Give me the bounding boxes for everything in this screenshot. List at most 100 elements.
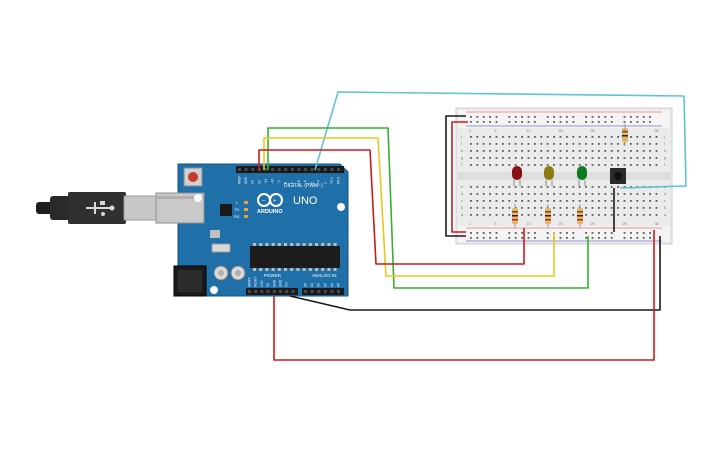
arduino-logo: – +: [257, 193, 283, 207]
breadboard-row-letter: a: [461, 212, 464, 217]
green-led[interactable]: [577, 166, 587, 186]
wire-yellow[interactable]: [263, 137, 555, 277]
usb-cable[interactable]: [36, 192, 159, 224]
power-pin-label: IOREF: [248, 277, 252, 287]
resistor-yellow-led[interactable]: [545, 204, 551, 228]
breadboard-column-number: 20: [591, 222, 595, 226]
wire-green[interactable]: [267, 127, 589, 289]
arduino-model-text: UNO: [293, 195, 318, 207]
digital-pin-label: 12: [257, 180, 261, 184]
mounting-hole: [337, 203, 345, 211]
wires[interactable]: [258, 91, 687, 361]
svg-text:–: –: [262, 199, 266, 205]
wire-black-gnd[interactable]: [289, 236, 661, 311]
digital-pin-header[interactable]: [236, 166, 344, 173]
breadboard-row-letter: d: [664, 191, 666, 196]
power-pin-label: RESET: [254, 276, 258, 287]
breadboard-row-letter: i: [461, 141, 462, 146]
breadboard-row-letter: f: [461, 162, 463, 167]
digital-pin-label: GND: [244, 176, 248, 184]
power-pin-header[interactable]: [246, 288, 298, 295]
digital-pin-label: ~5: [304, 180, 308, 184]
analog-pin-label: A0: [304, 283, 308, 287]
wire-black-rail[interactable]: [445, 115, 466, 237]
breadboard-row-letter: f: [664, 162, 666, 167]
red-led[interactable]: [512, 166, 522, 186]
breadboard-column-number: 15: [559, 222, 563, 226]
analog-pin-label: A1: [310, 283, 314, 287]
onboard-led-indicators: L TX RX: [234, 200, 248, 219]
wire-red-rail[interactable]: [451, 121, 468, 233]
breadboard-row-letter: b: [461, 205, 464, 210]
mounting-hole: [210, 286, 218, 294]
digital-pin-label: TX 1: [330, 177, 334, 184]
power-pin-label: GND: [279, 279, 283, 287]
breadboard-row-letter: g: [461, 155, 463, 160]
wire-red-signal[interactable]: [258, 149, 525, 265]
breadboard[interactable]: [455, 107, 673, 245]
power-pin-label: 5V: [266, 282, 270, 287]
breadboard-column-number: 20: [591, 129, 595, 133]
breadboard-column-number: 15: [559, 129, 563, 133]
breadboard-row-letter: d: [461, 191, 463, 196]
breadboard-row-letter: h: [664, 148, 666, 153]
pushbutton[interactable]: [610, 168, 626, 184]
breadboard-column-number: 10: [527, 222, 531, 226]
digital-pin-label: 7: [290, 182, 294, 184]
breadboard-column-number: 1: [469, 222, 471, 226]
wire-cyan[interactable]: [314, 91, 687, 189]
power-pin-label: Vin: [285, 282, 289, 287]
breadboard-row-letter: j: [663, 134, 665, 139]
power-header-label: POWER: [264, 273, 282, 278]
breadboard-column-number: 1: [469, 129, 471, 133]
resistor-red-led[interactable]: [512, 204, 518, 228]
analog-header-label: ANALOG IN: [312, 273, 337, 278]
svg-text:+: +: [273, 199, 277, 205]
digital-pin-label: ~10: [271, 178, 275, 184]
breadboard-row-letter: c: [664, 198, 666, 203]
breadboard-column-number: 25: [623, 222, 627, 226]
breadboard-column-number: 30: [655, 129, 659, 133]
breadboard-column-number: 10: [527, 129, 531, 133]
reset-button[interactable]: [183, 167, 203, 187]
breadboard-row-letter: b: [664, 205, 667, 210]
digital-pin-label: 4: [310, 182, 314, 184]
svg-text:RX: RX: [234, 214, 240, 219]
resistor-button-pulldown[interactable]: [622, 124, 628, 146]
wire-red-5v[interactable]: [273, 230, 655, 361]
power-pin-label: 3.3V: [260, 280, 264, 287]
breadboard-row-letter: c: [461, 198, 463, 203]
analog-pin-label: A2: [317, 283, 321, 287]
digital-pin-label: ~9: [277, 180, 281, 184]
digital-pin-label: 13: [251, 180, 255, 184]
usb-interface-chip: [220, 204, 232, 216]
breadboard-row-letter: h: [461, 148, 463, 153]
yellow-led[interactable]: [544, 166, 554, 186]
mounting-hole: [194, 194, 202, 202]
analog-pin-header[interactable]: [302, 288, 344, 295]
breadboard-column-number: 30: [655, 222, 659, 226]
resistor-green-led[interactable]: [577, 204, 583, 228]
digital-pin-label: 8: [284, 182, 288, 184]
capacitor: [230, 265, 246, 281]
breadboard-column-number: 25: [623, 129, 627, 133]
arduino-brand-text: ARDUINO: [257, 209, 283, 215]
breadboard-row-letter: a: [664, 212, 667, 217]
digital-pin-label: RX 0: [337, 177, 341, 184]
breadboard-row-letter: i: [664, 141, 665, 146]
digital-header-label: DIGITAL (PWM~): [284, 183, 323, 189]
capacitor: [213, 265, 229, 281]
power-pin-label: GND: [272, 279, 276, 287]
digital-pin-label: AREF: [238, 175, 242, 184]
digital-pin-label: 2: [323, 182, 327, 184]
svg-text:TX: TX: [234, 207, 239, 212]
breadboard-row-letter: e: [461, 184, 464, 189]
analog-pin-label: A3: [323, 283, 327, 287]
analog-pin-label: A4: [330, 283, 334, 287]
atmega-microcontroller: [250, 243, 340, 271]
svg-text:L: L: [236, 200, 239, 205]
breadboard-column-number: 5: [495, 222, 497, 226]
breadboard-row-letter: e: [664, 184, 667, 189]
